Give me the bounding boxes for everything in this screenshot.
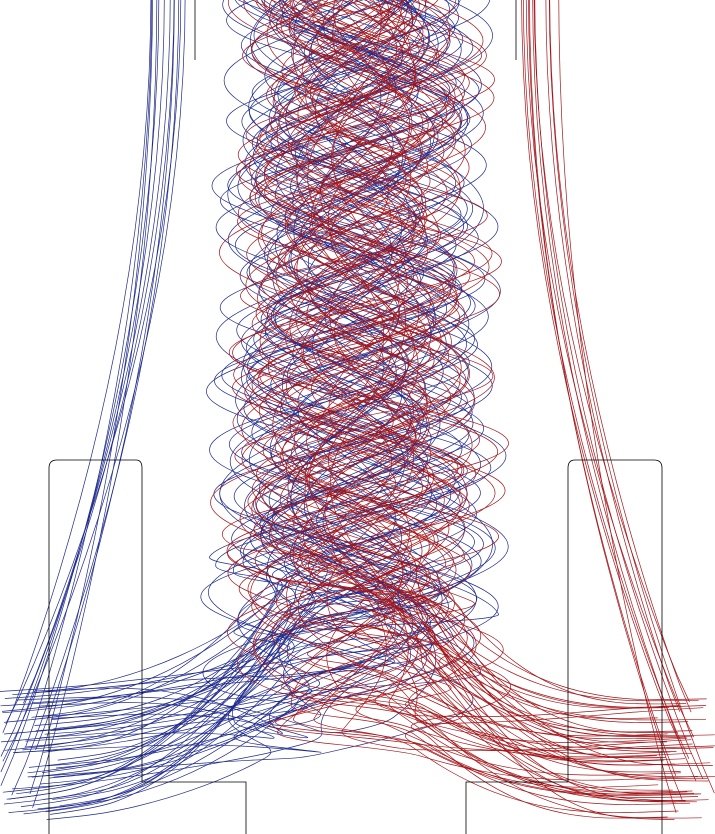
blue-streamline <box>51 0 493 739</box>
blue-streamline <box>23 0 171 704</box>
red-streamline <box>221 0 686 802</box>
red-streamline <box>290 0 658 719</box>
red-streamline <box>270 0 713 766</box>
red-streamline <box>234 0 677 752</box>
blue-streamline <box>46 0 499 820</box>
blue-streamline <box>0 0 175 757</box>
red-streamline <box>326 0 693 733</box>
blue-streamline <box>3 0 417 723</box>
blue-streamline <box>2 0 186 762</box>
red-streamline <box>528 0 677 776</box>
red-streamline <box>253 0 675 820</box>
red-streamline <box>523 0 690 759</box>
blue-streamline <box>11 0 180 796</box>
left-inlet-column <box>48 459 247 834</box>
red-streamline <box>521 0 683 749</box>
red-streamline <box>277 0 698 781</box>
red-streamline <box>308 0 679 813</box>
red-streamline <box>254 0 665 763</box>
blue-streamline <box>46 0 405 767</box>
red-streamline <box>290 0 691 805</box>
blue-streamline <box>25 0 153 748</box>
blue-streamline <box>5 0 182 724</box>
red-streamline <box>293 0 659 788</box>
red-streamline <box>226 0 693 752</box>
red-streamline <box>247 0 681 773</box>
red-streamline <box>280 0 687 740</box>
red-streamline <box>295 0 699 702</box>
right-inlet-column <box>465 459 663 834</box>
blue-streamline <box>12 0 456 696</box>
blue-streamline <box>32 0 158 808</box>
blue-streamline <box>2 0 152 733</box>
blue-streamline <box>8 0 463 800</box>
blue-streamline <box>34 0 482 718</box>
red-streamline <box>254 0 677 803</box>
blue-streamline <box>31 0 441 704</box>
red-streamline <box>249 0 658 737</box>
red-streamline <box>326 0 693 793</box>
blue-streamline <box>4 0 499 751</box>
red-streamline <box>282 0 709 782</box>
red-streamline <box>548 0 715 794</box>
red-streamlines <box>210 0 715 820</box>
blue-streamline <box>31 0 477 778</box>
red-streamline <box>329 0 688 743</box>
blue-streamline <box>39 0 431 785</box>
blue-streamline <box>50 0 452 815</box>
red-streamline <box>533 0 690 703</box>
red-streamline <box>328 0 707 708</box>
red-streamline <box>236 0 711 766</box>
blue-streamline <box>50 0 461 721</box>
blue-streamline <box>35 0 175 751</box>
blue-streamline <box>37 0 411 810</box>
blue-streamline <box>29 0 153 795</box>
red-streamline <box>250 0 700 797</box>
blue-streamline <box>44 0 396 735</box>
red-streamline <box>241 0 687 705</box>
blue-streamline <box>2 0 496 714</box>
red-streamline <box>227 0 714 750</box>
red-streamline <box>271 0 702 796</box>
red-streamline <box>297 0 702 819</box>
red-streamline <box>532 0 697 782</box>
red-streamline <box>267 0 707 721</box>
blue-streamline <box>43 0 463 753</box>
blue-streamline <box>0 0 165 773</box>
red-streamline <box>549 0 692 713</box>
red-streamline <box>227 0 671 755</box>
red-streamline <box>238 0 693 758</box>
red-streamline <box>251 0 699 798</box>
geometry-outline <box>48 0 663 834</box>
red-streamline <box>247 0 695 794</box>
blue-streamline <box>28 0 469 768</box>
red-streamline <box>255 0 682 776</box>
blue-streamline <box>33 0 412 727</box>
